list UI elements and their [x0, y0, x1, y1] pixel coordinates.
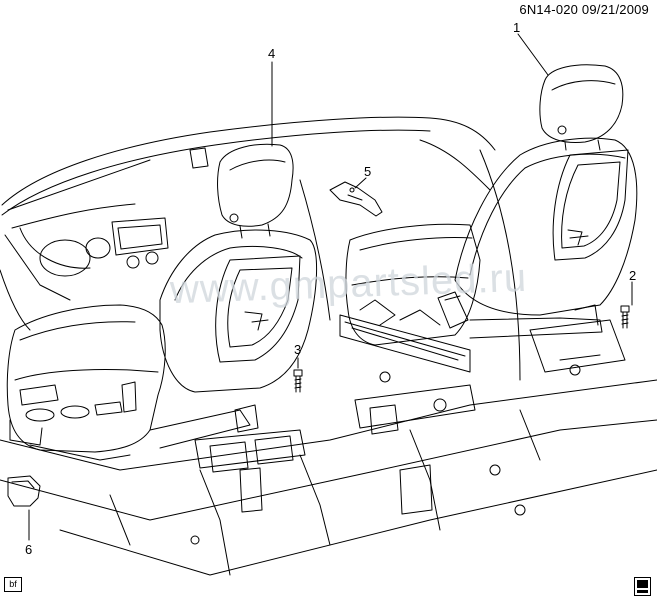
bolt-part-2: [621, 306, 629, 328]
callout-3[interactable]: 3: [294, 342, 302, 357]
callout-4[interactable]: 4: [268, 46, 276, 61]
callout-6[interactable]: 6: [25, 542, 33, 557]
diagram-header: 6N14-020 09/21/2009: [519, 2, 649, 17]
bracket-part-5: [330, 182, 382, 216]
dashboard-outline: [0, 117, 495, 330]
callout-1[interactable]: 1: [513, 20, 521, 35]
right-seat: [340, 65, 637, 372]
manual-book-icon: [634, 577, 651, 596]
cover-part-6: [8, 476, 40, 506]
callout-2[interactable]: 2: [629, 268, 637, 283]
callout-5[interactable]: 5: [364, 164, 372, 179]
diagram-date: 09/21/2009: [581, 2, 649, 17]
diagram-code: 6N14-020: [519, 2, 579, 17]
view-tag: bf: [4, 577, 22, 592]
floor-pan: [0, 150, 657, 575]
bolt-part-3: [294, 370, 302, 392]
left-seat: [7, 144, 316, 460]
leader-lines: [29, 34, 632, 540]
